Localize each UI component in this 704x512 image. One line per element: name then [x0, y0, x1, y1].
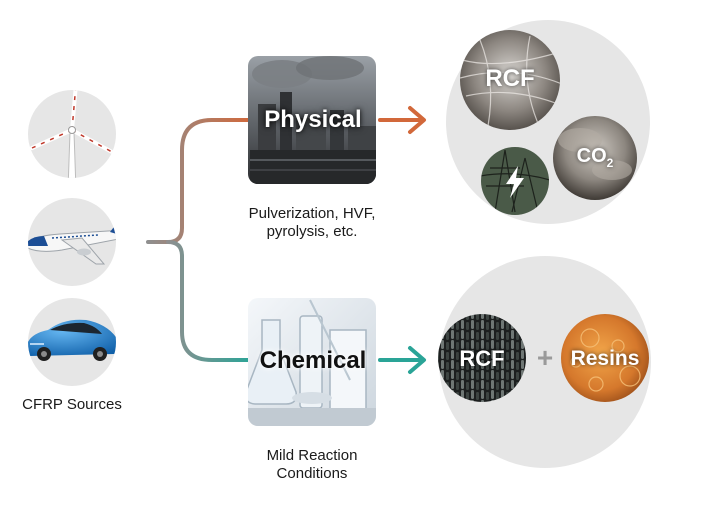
chemical-output-group: [438, 256, 651, 468]
physical-caption-line1: Pulverization, HVF,: [248, 205, 376, 222]
physical-caption: Pulverization, HVF, pyrolysis, etc.: [222, 205, 402, 241]
electricity-circle: [481, 147, 549, 215]
chemical-caption-line1: Mild Reaction: [266, 447, 358, 464]
physical-output-group: [446, 20, 650, 224]
physical-title: Physical: [264, 106, 362, 133]
chemical-rcf-label: RCF: [459, 346, 505, 371]
chemical-caption: Mild Reaction Conditions: [222, 447, 402, 483]
plus-sign: +: [536, 342, 554, 373]
resins-circle: [561, 314, 649, 402]
lightning-icon: [506, 166, 524, 198]
wind-turbine-icon: [30, 90, 114, 178]
rcf-fiber-circle: [460, 30, 560, 130]
co2-label-main: CO: [576, 145, 607, 167]
physical-caption-line2: pyrolysis, etc.: [266, 223, 358, 240]
rcf-weave-circle: [438, 314, 526, 402]
bracket-connector: [146, 118, 254, 362]
co2-label-sub: 2: [606, 156, 614, 170]
physical-card: [248, 56, 376, 184]
physical-rcf-label: RCF: [485, 65, 535, 92]
chemical-arrow: [378, 346, 426, 374]
co2-smoke-circle: [553, 116, 637, 200]
physical-arrow: [378, 106, 426, 134]
co2-label: CO2: [560, 145, 630, 170]
car-icon: [28, 319, 116, 361]
source-car: [28, 298, 116, 386]
chemical-caption-line2: Conditions: [276, 465, 348, 482]
chemical-title: Chemical: [259, 347, 367, 374]
cfrp-sources-label: CFRP Sources: [22, 396, 122, 413]
chemical-card: [248, 298, 376, 426]
source-wind-turbine: [28, 90, 116, 178]
source-airplane: [28, 198, 116, 286]
resins-label: Resins: [570, 347, 640, 370]
